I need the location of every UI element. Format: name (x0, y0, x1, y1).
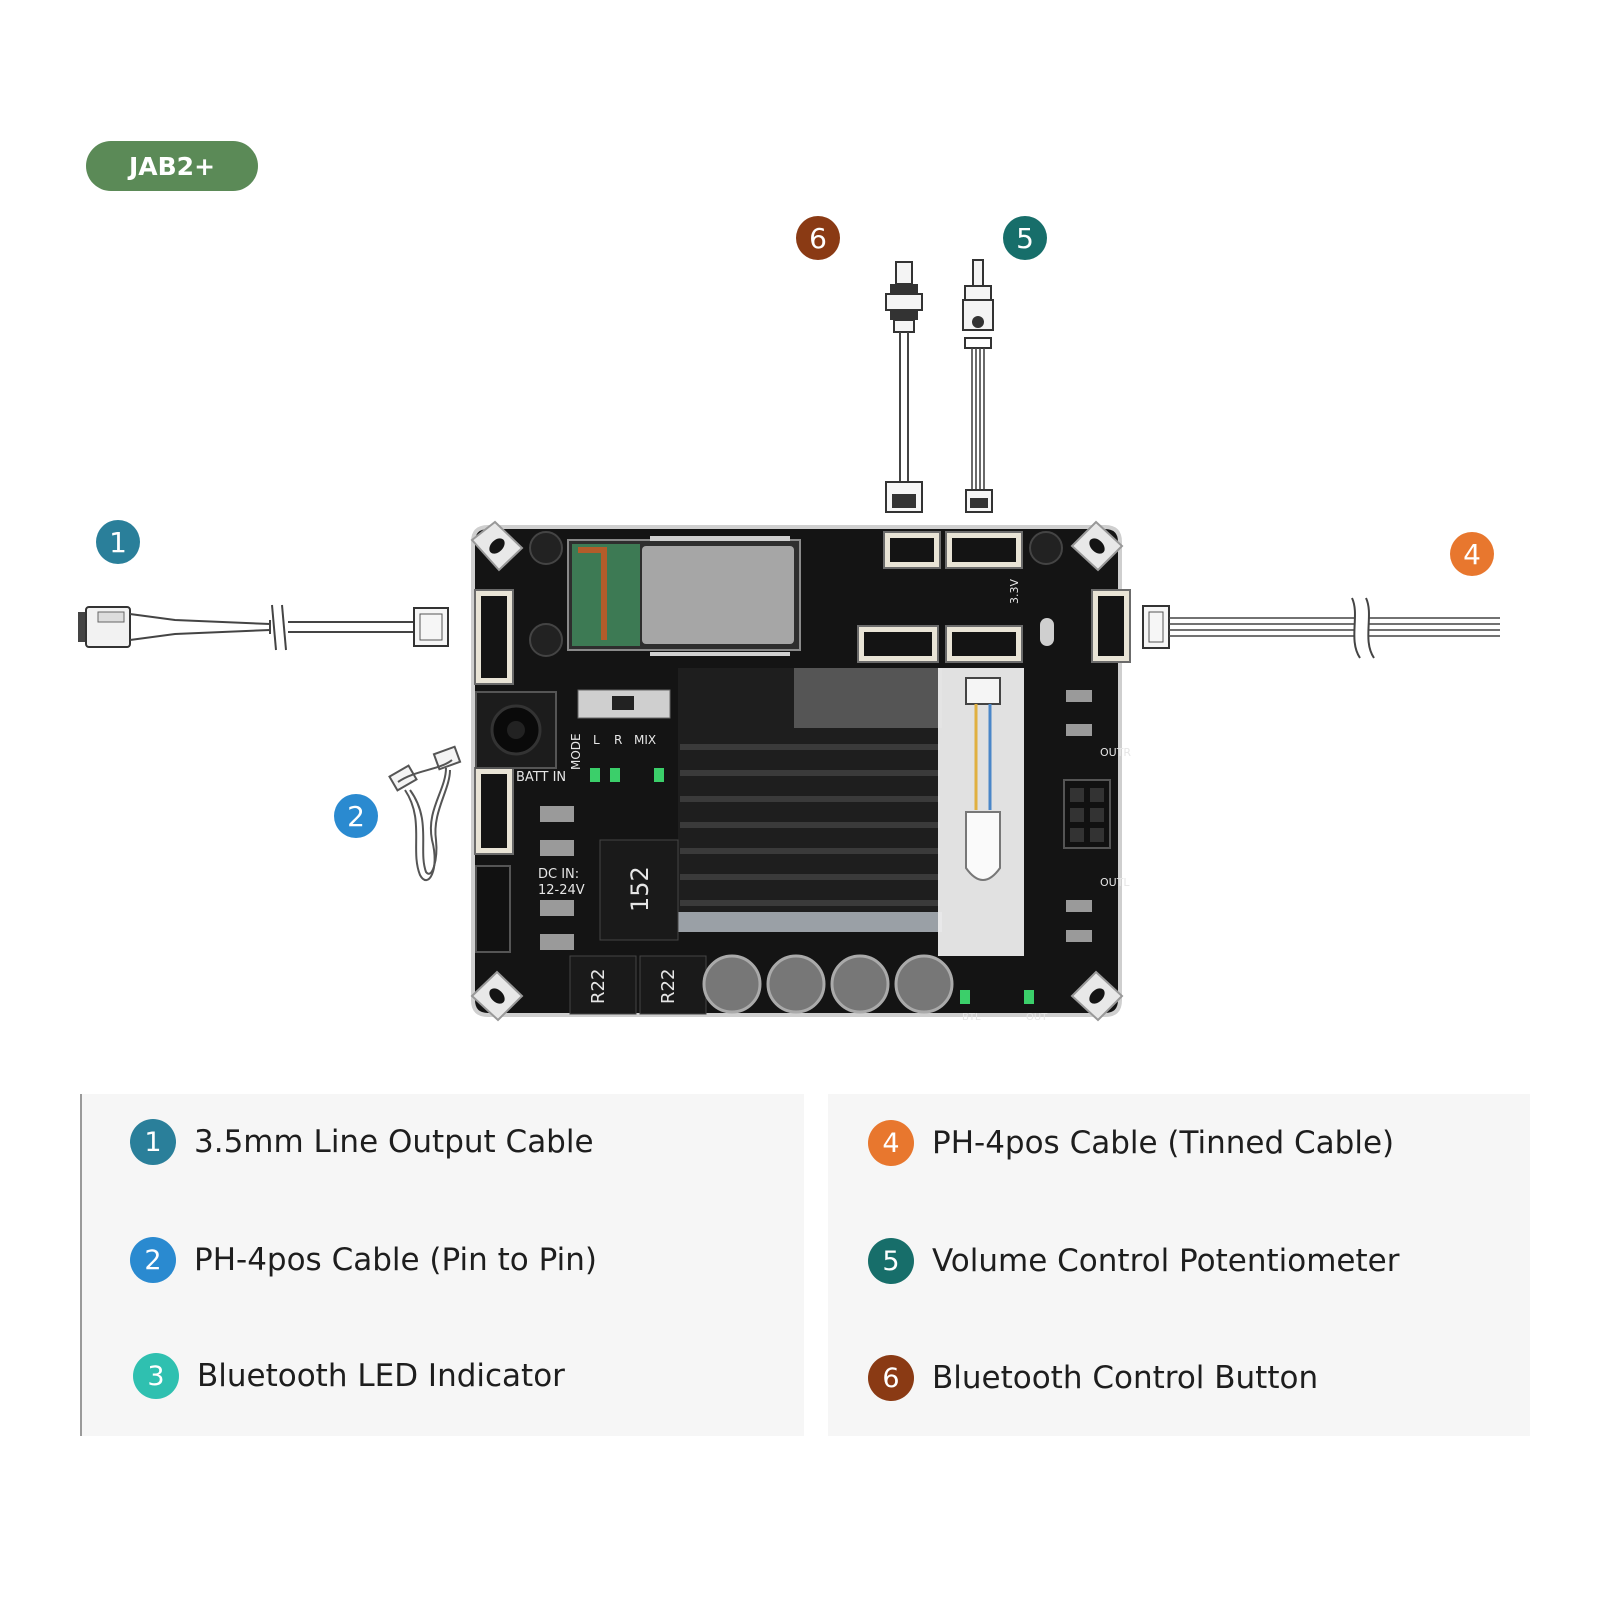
silk-l: L (593, 733, 600, 747)
silk-out: OUT (1026, 1012, 1048, 1023)
silk-mode: MODE (569, 733, 583, 770)
legend-item-6: 6 Bluetooth Control Button (868, 1353, 1318, 1403)
silk-outr: OUTR (1100, 746, 1131, 759)
silk-btl: BTL (962, 1012, 981, 1023)
legend-number: 3 (133, 1353, 179, 1399)
volume-pot-cable (962, 259, 994, 513)
marker-4: 4 (1450, 532, 1494, 576)
marker-2: 2 (334, 794, 378, 838)
legend-item-5: 5 Volume Control Potentiometer (868, 1236, 1399, 1286)
legend-item-2: 2 PH-4pos Cable (Pin to Pin) (130, 1235, 597, 1285)
legend-panel-left: 1 3.5mm Line Output Cable 2 PH-4pos Cabl… (80, 1094, 804, 1436)
legend-label: Bluetooth Control Button (932, 1360, 1319, 1396)
product-badge: JAB2+ (86, 141, 258, 191)
silk-outl: OUTL (1100, 876, 1130, 889)
silk-batt-in: BATT IN (516, 770, 566, 785)
silk-dc-in: DC IN: (538, 867, 579, 882)
legend-number: 2 (130, 1237, 176, 1283)
legend-item-3: 3 Bluetooth LED Indicator (133, 1351, 565, 1401)
line-output-cable (78, 604, 449, 651)
legend-label: PH-4pos Cable (Tinned Cable) (932, 1125, 1395, 1161)
ph4-pin-cable (388, 745, 462, 882)
silk-r: R (614, 733, 622, 747)
legend-number: 1 (130, 1119, 176, 1165)
silk-dc-range: 12-24V (538, 883, 585, 898)
legend-number: 6 (868, 1355, 914, 1401)
board-diagram: BATT IN DC IN: 12-24V MODE L R MIX 152 R… (78, 259, 1500, 1023)
bt-button-cable (885, 261, 923, 513)
silk-mix: MIX (634, 733, 656, 747)
pcb-board (470, 520, 1131, 1022)
legend-number: 5 (868, 1238, 914, 1284)
silk-3v3: 3.3V (1008, 579, 1021, 604)
legend-panel-right: 4 PH-4pos Cable (Tinned Cable) 5 Volume … (828, 1094, 1530, 1436)
legend-number: 4 (868, 1120, 914, 1166)
legend-label: Volume Control Potentiometer (932, 1243, 1400, 1279)
silk-inductor: 152 (626, 866, 654, 912)
legend-label: 3.5mm Line Output Cable (194, 1124, 594, 1160)
legend-label: Bluetooth LED Indicator (197, 1358, 565, 1394)
silk-r22-b: R22 (658, 969, 679, 1004)
marker-1: 1 (96, 520, 140, 564)
ph4-tinned-cable (1142, 597, 1500, 659)
legend-item-4: 4 PH-4pos Cable (Tinned Cable) (868, 1118, 1394, 1168)
marker-6: 6 (796, 216, 840, 260)
legend-label: PH-4pos Cable (Pin to Pin) (194, 1242, 597, 1278)
legend-item-1: 1 3.5mm Line Output Cable (130, 1117, 594, 1167)
marker-5: 5 (1003, 216, 1047, 260)
silk-r22-a: R22 (588, 969, 609, 1004)
